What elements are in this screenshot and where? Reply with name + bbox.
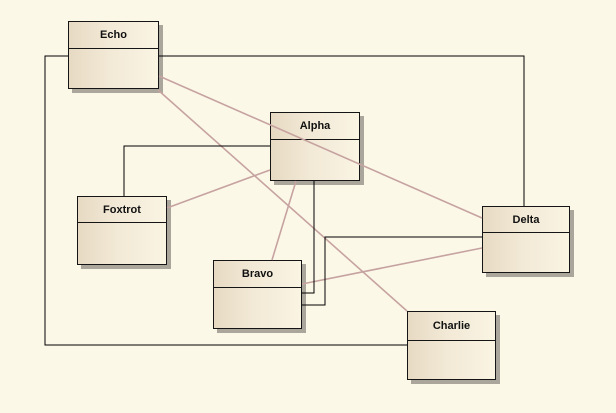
node-title-bar-delta[interactable]: Delta [483,207,569,233]
node-body-compartment [78,223,166,264]
node-title-label: Bravo [241,268,274,280]
class-node-charlie[interactable]: Charlie [407,311,496,380]
orthogonal-connector-delta-bravo[interactable] [302,236,482,306]
node-title-bar-bravo[interactable]: Bravo [214,261,301,288]
class-node-foxtrot[interactable]: Foxtrot [77,196,167,265]
node-body-compartment [483,233,569,272]
node-body-compartment [214,288,301,328]
node-title-bar-charlie[interactable]: Charlie [408,312,495,341]
node-title-label: Foxtrot [103,203,141,216]
node-title-label: Echo [100,29,127,41]
node-title-label: Alpha [299,120,331,132]
node-body-compartment [408,341,495,379]
class-node-alpha[interactable]: Alpha [270,112,360,181]
association-connector-alpha-bravo[interactable] [271,180,297,261]
node-title-label: Delta [512,213,540,226]
node-body-compartment [69,49,158,88]
orthogonal-connector-alpha-foxtrot[interactable] [123,145,270,196]
node-title-bar-foxtrot[interactable]: Foxtrot [78,197,166,223]
class-node-echo[interactable]: Echo [68,21,159,89]
node-title-bar-alpha[interactable]: Alpha [271,113,359,140]
node-title-label: Charlie [432,320,471,332]
association-connector-foxtrot-alpha[interactable] [166,169,271,209]
node-body-compartment [271,140,359,180]
node-title-bar-echo[interactable]: Echo [69,22,158,49]
class-node-delta[interactable]: Delta [482,206,570,273]
association-connector-bravo-delta[interactable] [301,247,483,285]
class-node-bravo[interactable]: Bravo [213,260,302,329]
orthogonal-connector-alpha-bravo[interactable] [302,181,315,294]
